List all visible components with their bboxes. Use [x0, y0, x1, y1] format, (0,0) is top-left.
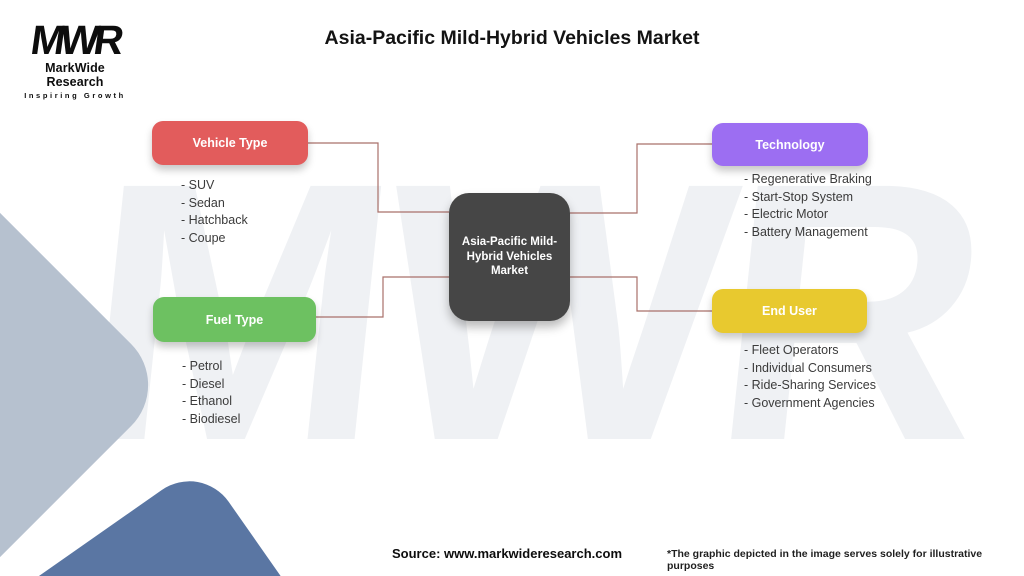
technology-list: - Regenerative Braking - Start-Stop Syst… [744, 171, 872, 241]
central-node-line: Asia-Pacific Mild- [461, 236, 558, 249]
list-item: - Start-Stop System [744, 189, 854, 204]
list-item: - Regenerative Braking [744, 172, 872, 186]
end-user-list: - Fleet Operators - Individual Consumers… [744, 342, 876, 412]
list-item: - Hatchback [181, 213, 248, 228]
logo-brand-name: MarkWide Research [45, 61, 105, 89]
list-item: - Government Agencies [744, 395, 875, 410]
list-item: - Battery Management [744, 224, 868, 239]
page-title: Asia-Pacific Mild-Hybrid Vehicles Market [324, 27, 700, 49]
end-user-label: End User [762, 304, 817, 318]
list-item: - Diesel [182, 376, 225, 391]
technology-label: Technology [755, 137, 825, 152]
list-item: - Ride-Sharing Services [744, 378, 876, 393]
list-item: - Electric Motor [744, 207, 829, 222]
central-node-line: Hybrid Vehicles [466, 250, 553, 263]
connector-vehicle-type [307, 142, 449, 213]
end-user-box: End User [712, 289, 867, 333]
logo-tagline: Inspiring Growth [24, 91, 126, 100]
list-item: - Biodiesel [182, 411, 241, 426]
connector-fuel-type [316, 276, 449, 318]
central-market-node-label: Asia-Pacific Mild- Hybrid Vehicles Marke… [462, 235, 557, 279]
list-item: - Petrol [182, 359, 223, 373]
fuel-type-box: Fuel Type [153, 297, 316, 342]
list-item: - Coupe [181, 230, 226, 245]
vehicle-type-label: Vehicle Type [192, 136, 268, 150]
central-market-node: Asia-Pacific Mild- Hybrid Vehicles Marke… [449, 193, 570, 321]
fuel-type-list: - Petrol - Diesel - Ethanol - Biodiesel [182, 358, 240, 428]
list-item: - SUV [181, 178, 215, 192]
connector-end-user [570, 276, 712, 312]
markwide-logo: MWR MarkWide Research Inspiring Growth [20, 17, 130, 100]
vehicle-type-box: Vehicle Type [152, 121, 308, 165]
list-item: - Individual Consumers [744, 360, 872, 375]
list-item: - Fleet Operators [744, 343, 839, 357]
technology-box: Technology [712, 123, 868, 166]
connector-technology [570, 143, 712, 214]
vehicle-type-list: - SUV - Sedan - Hatchback - Coupe [181, 177, 248, 247]
central-node-line: Market [490, 265, 529, 278]
list-item: - Sedan [181, 195, 225, 210]
fuel-type-label: Fuel Type [205, 312, 264, 327]
list-item: - Ethanol [182, 394, 233, 409]
source-text: Source: www.markwideresearch.com [392, 546, 623, 561]
disclaimer-text: *The graphic depicted in the image serve… [667, 548, 983, 572]
